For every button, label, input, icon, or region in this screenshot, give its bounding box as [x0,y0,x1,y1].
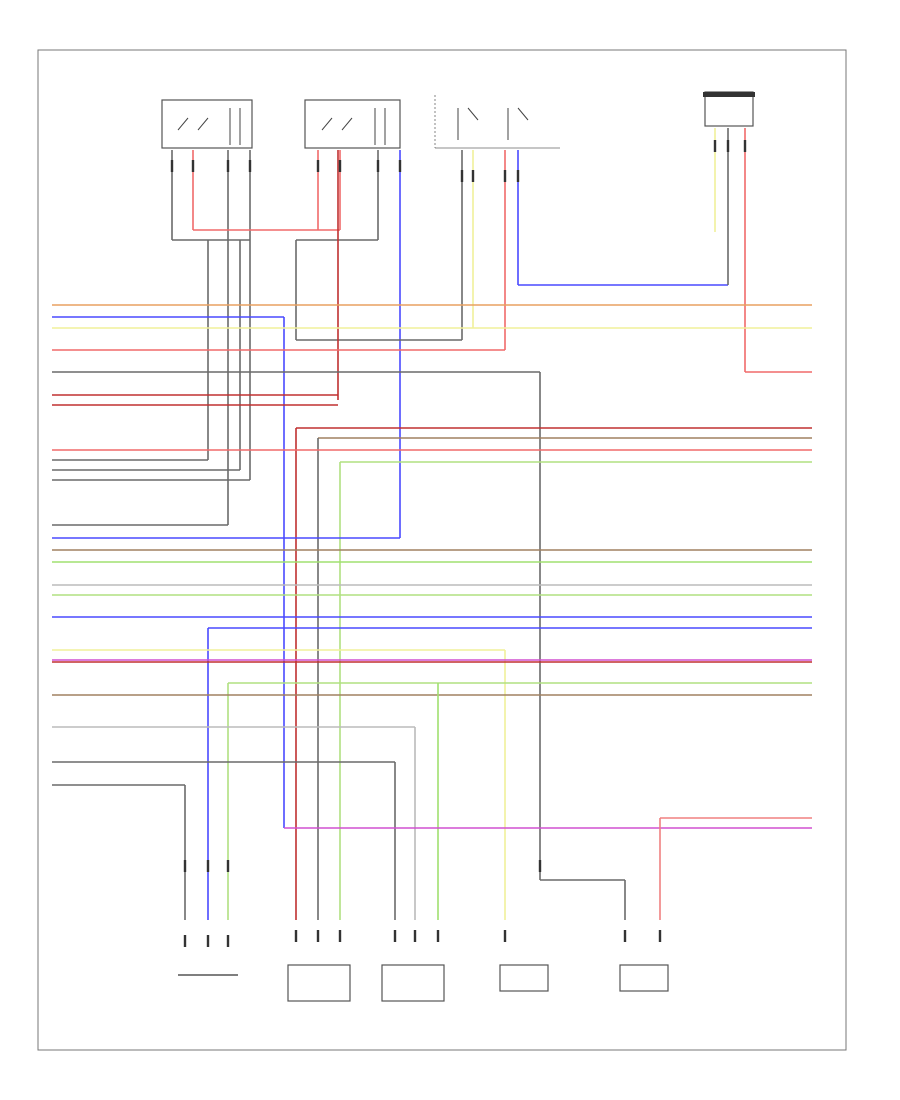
diagram-frame [37,49,847,1051]
fuse-block [434,95,560,149]
relay-1 [161,99,253,149]
bottom-sensor-4 [499,964,549,992]
bottom-sensor-2 [287,964,351,1002]
bottom-sensor-5 [619,964,669,992]
harness-wires [52,304,812,920]
connector-pins [170,140,747,947]
bottom-sensor-3 [381,964,445,1002]
relay-2 [304,99,401,149]
top-right-module [703,91,755,127]
relay-drop-wires [171,128,812,538]
